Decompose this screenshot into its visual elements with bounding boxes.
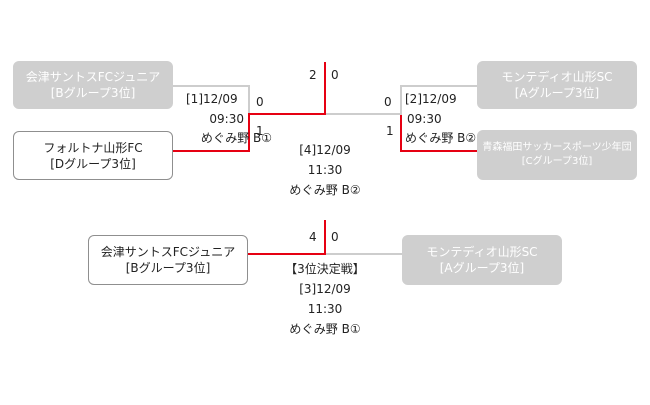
team-group: [Bグループ3位] [50,86,136,100]
match-number-date: [1]12/09 [186,91,238,107]
match-date: 12/09 [422,92,457,106]
match-venue: めぐみ野 B① [200,131,272,145]
match-number: [2] [405,92,422,106]
third-place-heading: 【3位決定戦】 [285,262,365,276]
third-line-left [248,253,326,255]
team-box-aomori-fukuda[interactable]: 青森福田サッカースポーツ少年団 [Cグループ3位] [477,130,637,180]
team-box-montedio-yamagata-3rd[interactable]: モンテディオ山形SC [Aグループ3位] [402,235,562,285]
winner-line [400,113,402,152]
bracket-line [400,85,402,115]
team-group: [Aグループ3位] [514,86,600,100]
team-name: 会津サントスFCジュニア [25,70,161,84]
match-date: 12/09 [316,143,351,157]
third-score-right: 0 [331,230,339,244]
match-number: [3] [299,282,317,296]
team-group: [Cグループ3位] [521,156,593,167]
team-group: [Bグループ3位] [125,261,211,275]
team-name: モンテディオ山形SC [501,70,613,84]
match-time: 09:30 [407,112,442,126]
match-date: 12/09 [203,92,238,106]
third-time: 11:30 [307,302,343,316]
score-top: 0 [384,95,392,109]
team-box-aizu-santos[interactable]: 会津サントスFCジュニア [Bグループ3位] [13,61,173,109]
score-top: 0 [256,95,264,109]
team-name: フォルトナ山形FC [43,140,143,155]
match-venue: めぐみ野 B② [405,131,477,145]
winner-line [400,150,477,152]
champion-line [324,62,326,115]
bracket-line [248,85,250,115]
final-score-right: 0 [331,68,339,82]
team-box-montedio-yamagata[interactable]: モンテディオ山形SC [Aグループ3位] [477,61,637,109]
bracket-line [400,85,477,87]
third-score-left: 4 [309,230,317,244]
team-name: モンテディオ山形SC [426,245,538,259]
winner-line [248,113,250,152]
match-date: 12/09 [316,282,351,296]
match-number: [4] [299,143,317,157]
match-time: 09:30 [209,112,244,126]
team-box-aizu-santos-3rd[interactable]: 会津サントスFCジュニア [Bグループ3位] [88,235,248,285]
third-venue: めぐみ野 B① [289,322,361,336]
final-number-date: [4]12/09 [265,142,385,158]
third-winner-line [324,220,326,255]
bracket-line [173,85,250,87]
final-score-left: 2 [309,68,317,82]
third-line-right [326,253,402,255]
score-bottom: 1 [256,124,264,138]
winner-line [173,150,250,152]
score-bottom: 1 [386,124,394,138]
final-line-right [326,113,402,115]
team-name: 会津サントスFCジュニア [100,245,236,259]
team-name: 青森福田サッカースポーツ少年団 [482,142,632,153]
team-group: [Dグループ3位] [50,156,136,171]
final-venue: めぐみ野 B② [289,183,361,197]
match-number-date: [2]12/09 [405,91,457,107]
team-box-fortuna-yamagata[interactable]: フォルトナ山形FC [Dグループ3位] [13,131,173,180]
final-line-left [248,113,326,115]
third-number-date: [3]12/09 [265,281,385,297]
final-time: 11:30 [307,163,343,177]
match-number: [1] [186,92,203,106]
team-group: [Aグループ3位] [439,261,525,275]
